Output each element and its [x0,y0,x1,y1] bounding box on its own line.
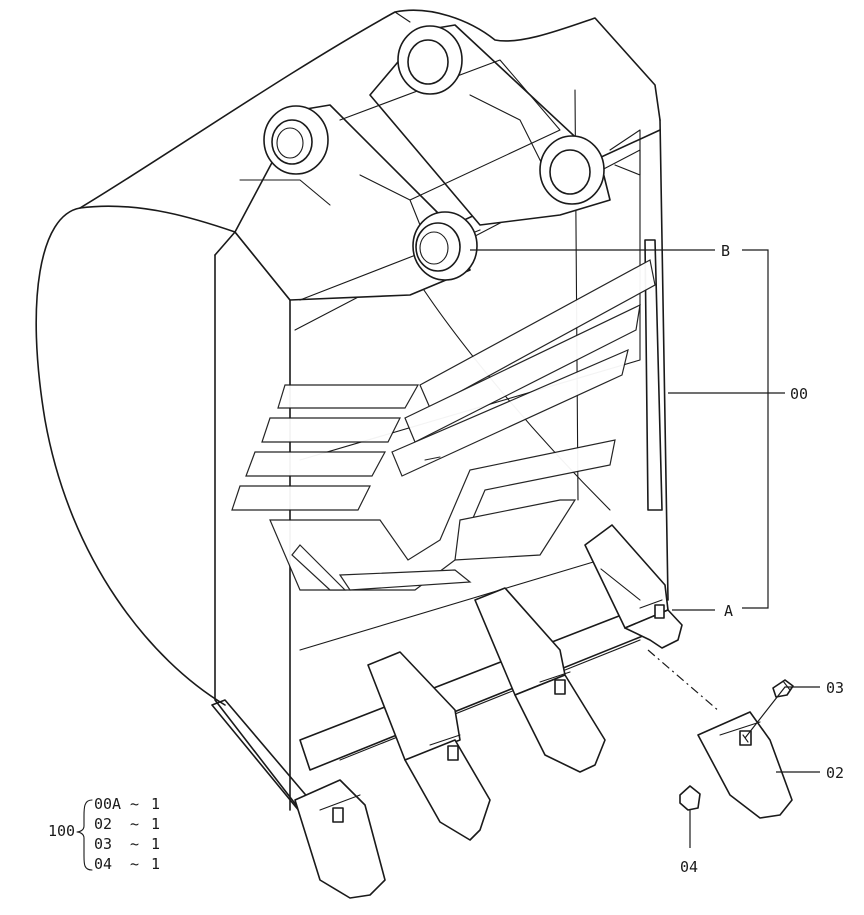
kit-row-qty: 1 [151,835,160,853]
kit-row-qty: 1 [151,855,160,873]
kit-row: 04 ~ 1 [94,855,160,873]
pin-bosses [263,25,605,281]
kit-row-sep: ~ [130,855,139,873]
callout-00: 00 [790,385,808,403]
callout-03: 03 [826,679,844,697]
kit-row-sep: ~ [130,815,139,833]
callout-a: A [724,602,733,620]
tooth-02-shape [697,711,793,819]
kit-row-qty: 1 [151,815,160,833]
kit-composition: 100 00A ~ 1 02 ~ 1 03 ~ 1 04 ~ 1 [48,795,160,873]
kit-row-part: 02 [94,815,112,833]
pin-03-shape [772,679,794,698]
kit-number: 100 [48,822,75,840]
callout-labels: B 00 A 03 02 04 [680,242,844,876]
kit-row-part: 04 [94,855,112,873]
callout-b: B [721,242,730,260]
kit-row: 00A ~ 1 [94,795,160,813]
kit-row-sep: ~ [130,835,139,853]
kit-row-part: 00A [94,795,121,813]
kit-row-part: 03 [94,835,112,853]
kit-row: 02 ~ 1 [94,815,160,833]
watermark-logo [231,259,656,591]
callout-04: 04 [680,858,698,876]
kit-row: 03 ~ 1 [94,835,160,853]
kit-brace [76,799,93,871]
kit-row-sep: ~ [130,795,139,813]
exploded-tooth-assembly [647,649,794,819]
lock-04-shape [679,785,701,811]
leader-lines [470,249,820,848]
callout-02: 02 [826,764,844,782]
kit-row-qty: 1 [151,795,160,813]
bucket-teeth [294,524,683,899]
